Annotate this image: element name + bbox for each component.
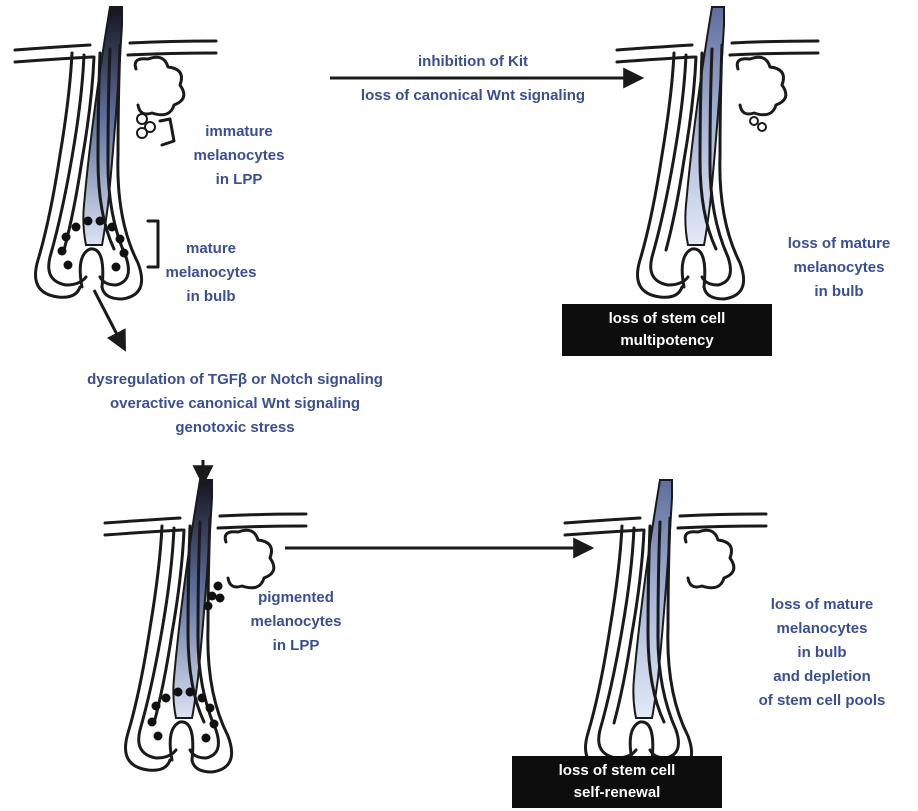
top-arrow-label: inhibition of Kit [300, 50, 646, 74]
label-line: in bulb [726, 641, 918, 665]
label-line: melanocytes [146, 261, 276, 285]
label-loss-mature-top: loss of mature melanocytes in bulb [760, 232, 918, 304]
label-line: of stem cell pools [726, 689, 918, 713]
label-line: in bulb [146, 285, 276, 309]
box-loss-self-renewal: loss of stem cell self-renewal [512, 756, 722, 808]
label-mature-melanocytes: mature melanocytes in bulb [146, 237, 276, 309]
label-immature-melanocytes: immature melanocytes in LPP [174, 120, 304, 192]
label-line: melanocytes [174, 144, 304, 168]
box-line: multipotency [562, 330, 772, 352]
box-loss-multipotency: loss of stem cell multipotency [562, 304, 772, 356]
label-line: in LPP [226, 634, 366, 658]
label-line: melanocytes [760, 256, 918, 280]
label-line: overactive canonical Wnt signaling [0, 392, 470, 416]
label-loss-mature-bottom: loss of mature melanocytes in bulb and d… [726, 593, 918, 713]
label-pigmented-melanocytes: pigmented melanocytes in LPP [226, 586, 366, 658]
label-line: loss of mature [760, 232, 918, 256]
label-line: melanocytes [726, 617, 918, 641]
label-line: mature [146, 237, 276, 261]
label-line: melanocytes [226, 610, 366, 634]
box-line: self-renewal [512, 782, 722, 804]
label-line: in LPP [174, 168, 304, 192]
top-arrow-label-line1: inhibition of Kit [300, 50, 646, 74]
label-line: pigmented [226, 586, 366, 610]
top-arrow-label-2: loss of canonical Wnt signaling [290, 84, 656, 108]
label-line: and depletion [726, 665, 918, 689]
box-line: loss of stem cell [512, 760, 722, 782]
box-line: loss of stem cell [562, 308, 772, 330]
label-line: dysregulation of TGFβ or Notch signaling [0, 368, 470, 392]
label-line: genotoxic stress [0, 416, 470, 440]
top-arrow-label-line2: loss of canonical Wnt signaling [290, 84, 656, 108]
label-dysregulation: dysregulation of TGFβ or Notch signaling… [0, 368, 470, 440]
label-line: immature [174, 120, 304, 144]
label-line: in bulb [760, 280, 918, 304]
label-line: loss of mature [726, 593, 918, 617]
